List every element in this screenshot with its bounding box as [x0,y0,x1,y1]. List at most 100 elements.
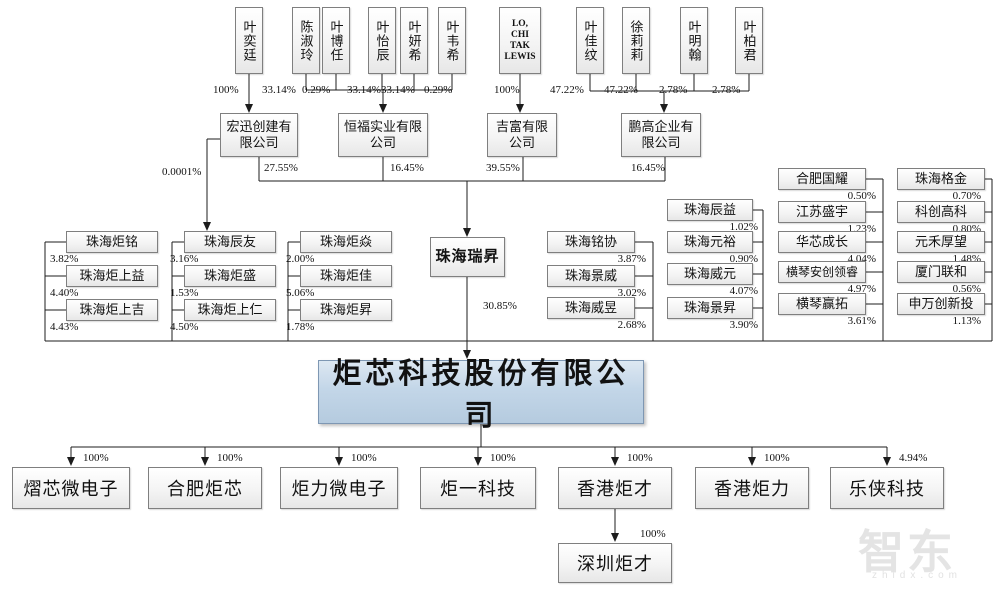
ownership-pct: 2.00% [286,253,315,265]
ownership-pct: 100% [640,528,666,540]
ownership-pct: 100% [217,452,243,464]
ownership-pct: 100% [490,452,516,464]
ownership-pct: 16.45% [631,162,665,174]
shareholder-box: 陈淑玲 [292,7,320,74]
ownership-pct: 4.50% [170,321,199,333]
ownership-pct: 3.16% [170,253,199,265]
partner-box: 珠海景昇 [667,297,753,319]
ownership-pct: 30.85% [483,300,517,312]
ownership-pct: 1.13% [952,315,981,327]
partner-box: 珠海炬盛 [184,265,276,287]
partner-box: 申万创新投 [897,293,985,315]
ownership-pct: 0.90% [729,253,758,265]
partner-box: 横琴赢拓 [778,293,866,315]
ownership-pct: 100% [764,452,790,464]
ownership-pct: 47.22% [604,84,638,96]
partner-box: 珠海炬上益 [66,265,158,287]
partner-box: 珠海炬铭 [66,231,158,253]
partner-box: 珠海炬上仁 [184,299,276,321]
watermark-logo: 智东西 [858,526,956,594]
ownership-pct: 0.50% [847,190,876,202]
partner-box: 珠海威昱 [547,297,635,319]
partner-box: 科创高科 [897,201,985,223]
core-holder-box: 珠海瑞昇 [430,237,505,277]
ownership-pct: 33.14% [262,84,296,96]
partner-box: 珠海景威 [547,265,635,287]
ownership-pct: 100% [213,84,239,96]
ownership-pct: 100% [627,452,653,464]
shareholder-box: 徐莉莉 [622,7,650,74]
partner-box: 元禾厚望 [897,231,985,253]
ownership-pct: 16.45% [390,162,424,174]
ownership-pct: 3.61% [847,315,876,327]
partner-box: 珠海元裕 [667,231,753,253]
subsidiary-box: 乐侠科技 [830,467,944,509]
ownership-pct: 1.53% [170,287,199,299]
ownership-pct: 0.29% [424,84,453,96]
ownership-pct: 3.90% [729,319,758,331]
shareholder-box: 叶韦希 [438,7,466,74]
subsidiary-box: 炬力微电子 [280,467,398,509]
shareholder-box: 叶佳纹 [576,7,604,74]
ownership-pct: 1.02% [729,221,758,233]
holding-company-box: 吉富有限公司 [487,113,557,157]
ownership-pct: 2.78% [712,84,741,96]
partner-box: 珠海铭协 [547,231,635,253]
holding-company-box: 鹏高企业有限公司 [621,113,701,157]
ownership-pct: 33.14% [381,84,415,96]
ownership-pct: 0.29% [302,84,331,96]
partner-box: 横琴安创领睿 [778,261,866,283]
holding-company-box: 宏迅创建有限公司 [220,113,298,157]
ownership-pct: 3.82% [50,253,79,265]
watermark-site: zhidx.com [872,570,963,581]
partner-box: 合肥国耀 [778,168,866,190]
ownership-pct: 5.06% [286,287,315,299]
partner-box: 华芯成长 [778,231,866,253]
ownership-pct: 0.80% [952,223,981,235]
ownership-pct: 33.14% [347,84,381,96]
ownership-pct: 4.07% [729,285,758,297]
ownership-pct: 27.55% [264,162,298,174]
shareholder-box: 叶明翰 [680,7,708,74]
partner-box: 珠海辰益 [667,199,753,221]
partner-box: 珠海辰友 [184,231,276,253]
second-tier-subsidiary-box: 深圳炬才 [558,543,672,583]
subsidiary-box: 炬一科技 [420,467,536,509]
ownership-pct: 1.48% [952,253,981,265]
partner-box: 珠海炬昇 [300,299,392,321]
shareholder-box: 叶奕廷 [235,7,263,74]
shareholder-box: LO, CHI TAK LEWIS [499,7,541,74]
ownership-pct: 2.78% [659,84,688,96]
main-company-box: 炬芯科技股份有限公司 [318,358,644,432]
partner-box: 珠海格金 [897,168,985,190]
ownership-pct: 4.94% [899,452,928,464]
ownership-pct: 39.55% [486,162,520,174]
subsidiary-box: 香港炬力 [695,467,809,509]
partner-box: 珠海炬佳 [300,265,392,287]
shareholder-box: 叶妍希 [400,7,428,74]
ownership-pct: 47.22% [550,84,584,96]
partner-box: 珠海炬焱 [300,231,392,253]
partner-box: 珠海威元 [667,263,753,285]
ownership-pct: 4.97% [847,283,876,295]
partner-box: 厦门联和 [897,261,985,283]
ownership-pct: 2.68% [617,319,646,331]
subsidiary-box: 香港炬才 [558,467,672,509]
subsidiary-box: 合肥炬芯 [148,467,262,509]
ownership-pct: 1.23% [847,223,876,235]
ownership-pct: 3.02% [617,287,646,299]
ownership-pct: 100% [351,452,377,464]
ownership-pct: 4.43% [50,321,79,333]
partner-box: 珠海炬上吉 [66,299,158,321]
ownership-pct: 0.56% [952,283,981,295]
subsidiary-box: 熠芯微电子 [12,467,130,509]
ownership-pct: 0.70% [952,190,981,202]
holding-company-box: 恒福实业有限公司 [338,113,428,157]
shareholder-box: 叶博任 [322,7,350,74]
ownership-pct: 4.40% [50,287,79,299]
ownership-pct: 3.87% [617,253,646,265]
ownership-pct: 100% [494,84,520,96]
ownership-pct: 4.04% [847,253,876,265]
